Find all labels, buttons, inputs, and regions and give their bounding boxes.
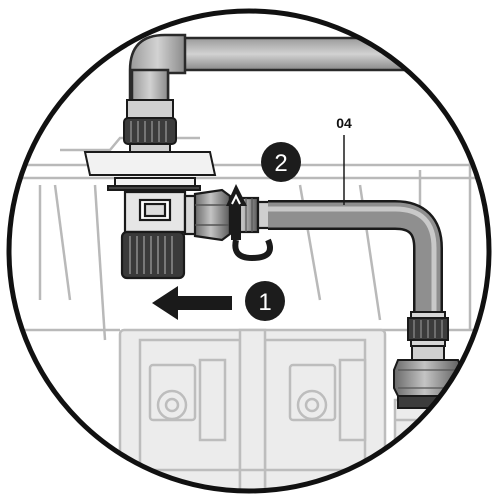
step-badge-2: 2 [261, 142, 301, 182]
flex-hose-04 [268, 200, 443, 315]
rotate-up-arrow [226, 184, 273, 262]
right-housing [393, 398, 489, 491]
mounting-bracket [83, 151, 217, 191]
push-left-arrow [152, 286, 232, 320]
tee-valve [120, 188, 274, 280]
detail-circle-frame [6, 8, 492, 494]
top-supply-pipe [128, 33, 489, 112]
lower-hose-fitting [393, 311, 463, 409]
part-label-04: 04 [336, 115, 352, 131]
upper-coupling [123, 99, 177, 155]
step-badge-2-number: 2 [274, 150, 287, 177]
step-badge-1-number: 1 [258, 289, 271, 316]
step-badge-1: 1 [245, 281, 285, 321]
valve-block [118, 328, 387, 491]
